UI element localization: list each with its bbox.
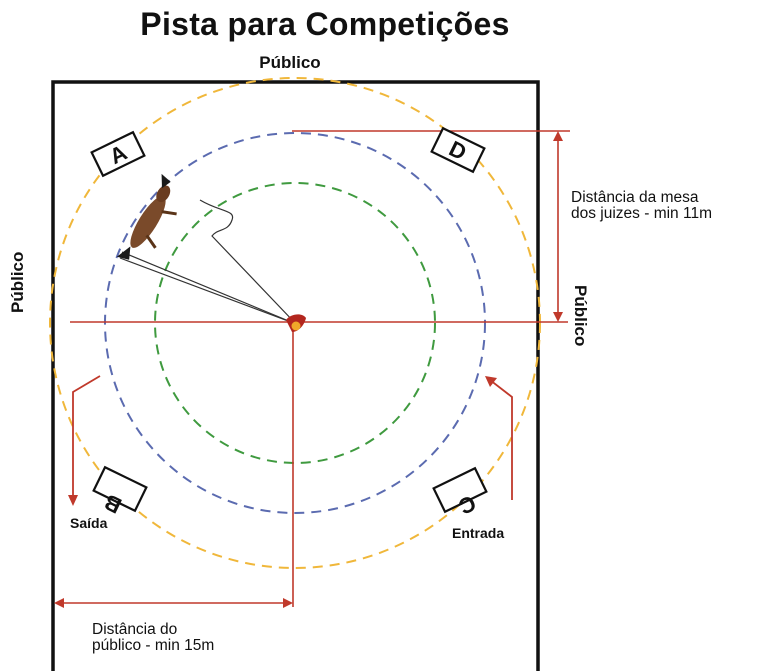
letter-marker-a: A — [90, 130, 146, 178]
center-marker — [291, 321, 301, 331]
horse-icon — [116, 173, 177, 260]
arena-border — [51, 80, 540, 671]
arrow-head-right — [283, 598, 293, 608]
judges-note-line1: Distância da mesa — [571, 189, 699, 206]
middle-circle — [104, 132, 486, 514]
page-title: Pista para Competições — [140, 6, 510, 42]
entry-arrow-head — [485, 376, 497, 387]
entry-label: Entrada — [452, 525, 505, 541]
letter-marker-d: D — [430, 126, 486, 174]
arrow-head-down — [553, 312, 563, 322]
audience-note-line1: Distância do — [92, 621, 178, 638]
letter-marker-b: B — [92, 465, 148, 519]
lunge-line-upper — [121, 251, 297, 325]
audience-note-line2: público - min 15m — [92, 637, 215, 654]
judges-distance-note: Distância da mesa dos juizes - min 11m — [571, 190, 763, 222]
exit-label: Saída — [70, 515, 108, 531]
arrow-head-left — [54, 598, 64, 608]
exit-arrow-head — [68, 495, 78, 506]
judges-note-line2: dos juizes - min 11m — [571, 205, 712, 222]
arrow-head-up — [553, 131, 563, 141]
entry-arrow — [489, 379, 513, 500]
exit-arrow — [72, 375, 101, 498]
inner-circle — [154, 182, 436, 464]
outer-circle — [49, 77, 541, 569]
lunge-line-lower — [119, 257, 297, 325]
audience-label-top: Público — [259, 53, 321, 72]
lunge-whip-line — [199, 199, 297, 325]
audience-distance-note: Distância do público - min 15m — [92, 622, 292, 654]
